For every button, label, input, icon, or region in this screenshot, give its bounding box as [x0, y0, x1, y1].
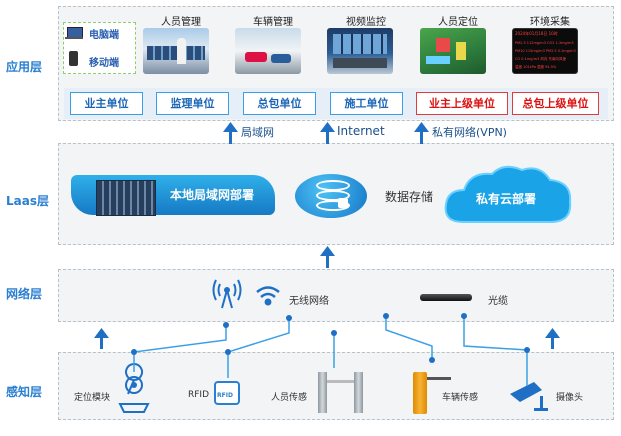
client-pc-label: 电脑端: [89, 30, 119, 41]
env-screen-line-2: PM10 115mg/m3 PM2.5 0.1mg/m3: [515, 49, 576, 53]
thumb-env: 2024年01月18日 10时 PM2.5 112mg/m3 CO2 1.3mg…: [512, 28, 578, 74]
layer-label-iaas: Laas层: [6, 194, 49, 208]
sensor-vehicle-label: 车辆传感: [442, 393, 479, 403]
thumb-vehicle: [235, 28, 301, 74]
vehicle-barrier-icon: [413, 372, 427, 414]
link-vpn-label: 私有网络(VPN): [432, 126, 507, 139]
arrow-up-left: [94, 328, 109, 349]
arrow-up-iaas: [320, 246, 335, 268]
app-title-env: 环境采集: [530, 17, 570, 28]
sensor-camera-label: 摄像头: [556, 393, 584, 403]
arrow-up-right: [545, 328, 560, 349]
layer-label-perception: 感知层: [6, 385, 43, 399]
arrow-up-lan: [223, 122, 238, 144]
local-deploy-label: 本地局域网部署: [170, 188, 255, 202]
turnstile-bar: [327, 380, 354, 383]
layer-label-application: 应用层: [6, 60, 43, 74]
storage-label: 数据存储: [385, 190, 434, 204]
layer-label-network: 网络层: [6, 287, 43, 301]
wifi-icon: [256, 286, 280, 306]
env-screen-title: 2024年01月18日 10时: [515, 31, 558, 36]
link-lan-label: 局域网: [241, 126, 274, 139]
app-title-personnel: 人员管理: [161, 17, 201, 28]
perception-band: [58, 352, 614, 420]
thumb-locate: [420, 28, 486, 74]
sensor-locate-label: 定位模块: [74, 393, 111, 403]
client-mobile-label: 移动端: [89, 58, 119, 69]
phone-icon: [69, 51, 78, 66]
unit-owner: 业主单位: [70, 92, 143, 115]
network-band: [58, 269, 614, 322]
server-rack-icon: [96, 180, 156, 216]
unit-construction: 施工单位: [330, 92, 403, 115]
thumb-personnel: [143, 28, 209, 74]
thumb-video: [327, 28, 393, 74]
env-screen-line-4: 温度 101kPa 湿度 94.5%: [515, 65, 557, 69]
connection-lines: [133, 316, 528, 386]
laptop-base: [65, 37, 83, 39]
unit-supervisor: 监理单位: [156, 92, 229, 115]
env-screen-line-1: PM2.5 112mg/m3 CO2 1.3mg/m3: [515, 41, 574, 45]
arrows: [94, 122, 560, 349]
lock-icon: [338, 198, 348, 208]
rfid-badge-text: RFID: [217, 392, 233, 399]
rfid-icon: [214, 381, 240, 405]
env-screen-line-3: CO 0.1mg/m3 风向 东南向风速: [515, 57, 567, 61]
connection-nodes: [131, 313, 530, 363]
arrow-up-internet: [320, 122, 335, 144]
unit-general-superior: 总包上级单位: [512, 92, 599, 115]
turnstile-left: [318, 372, 327, 413]
turnstile-right: [354, 372, 363, 413]
app-title-locate: 人员定位: [438, 17, 478, 28]
location-pin-icon: [118, 363, 150, 413]
fiber-cable-icon: [420, 294, 472, 301]
unit-general: 总包单位: [243, 92, 316, 115]
arrow-up-vpn: [414, 122, 429, 144]
app-title-video: 视频监控: [346, 17, 386, 28]
unit-owner-superior: 业主上级单位: [416, 92, 508, 115]
link-internet-label: Internet: [337, 124, 385, 138]
wireless-label: 无线网络: [289, 296, 329, 307]
app-title-vehicle: 车辆管理: [253, 17, 293, 28]
sensor-person-label: 人员传感: [271, 393, 308, 403]
barrier-arm: [427, 377, 451, 380]
antenna-icon: [212, 279, 242, 309]
camera-icon: [510, 382, 548, 411]
sensor-rfid-label: RFID: [188, 390, 210, 400]
cloud-label: 私有云部署: [476, 192, 537, 206]
fiber-label: 光缆: [488, 296, 508, 307]
db-bottom: [316, 200, 350, 211]
